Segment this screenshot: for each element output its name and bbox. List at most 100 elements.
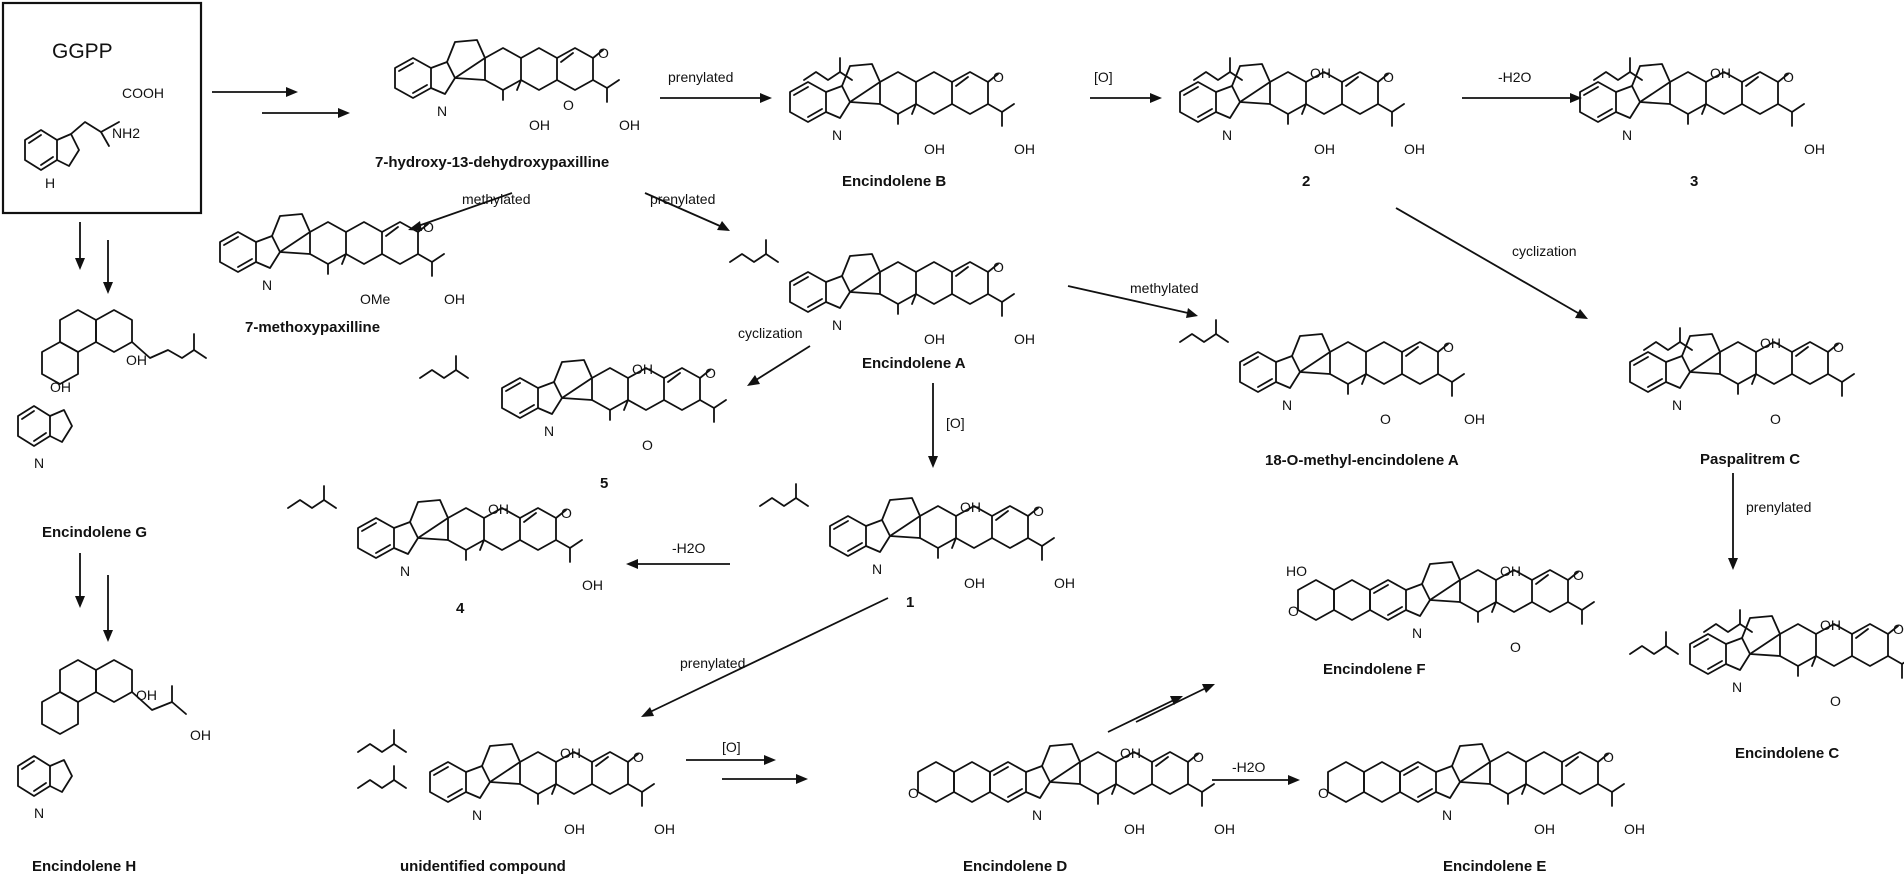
mol-7hdp: N O O OH OH	[394, 39, 640, 133]
svg-text:O: O	[705, 365, 716, 381]
svg-text:OH: OH	[1214, 821, 1235, 837]
svg-text:OH: OH	[924, 331, 945, 347]
svg-text:OH: OH	[1404, 141, 1425, 157]
label-encE: Encindolene E	[1443, 858, 1546, 875]
svg-text:OH: OH	[582, 577, 603, 593]
svg-text:N: N	[262, 277, 272, 293]
svg-text:O: O	[1770, 411, 1781, 427]
svg-text:N: N	[472, 807, 482, 823]
svg-text:O: O	[1783, 69, 1794, 85]
svg-text:OH: OH	[964, 575, 985, 591]
svg-text:O: O	[1318, 785, 1329, 801]
svg-text:OH: OH	[1804, 141, 1825, 157]
label-unk: unidentified compound	[400, 858, 566, 875]
svg-text:OH: OH	[1014, 141, 1035, 157]
svg-text:OH: OH	[1120, 745, 1141, 761]
trp-cooh: COOH	[122, 85, 164, 101]
step-methylated-2: methylated	[1130, 280, 1198, 296]
svg-text:OH: OH	[126, 352, 147, 368]
label-encH: Encindolene H	[32, 858, 136, 875]
label-paspC: Paspalitrem C	[1700, 451, 1800, 468]
svg-text:N: N	[1032, 807, 1042, 823]
svg-text:OH: OH	[1464, 411, 1485, 427]
svg-text:O: O	[642, 437, 653, 453]
svg-text:OH: OH	[50, 379, 71, 395]
step-dehydration-3: -H2O	[1232, 759, 1266, 775]
svg-text:OH: OH	[1624, 821, 1645, 837]
label-encG: Encindolene G	[42, 524, 147, 541]
svg-text:O: O	[1893, 621, 1904, 637]
label-18: 18-O-methyl-encindolene A	[1265, 452, 1459, 469]
label-7mp: 7-methoxypaxilline	[245, 319, 380, 336]
mol-encG: OH OH N	[17, 309, 207, 471]
svg-text:OH: OH	[619, 117, 640, 133]
svg-text:N: N	[872, 561, 882, 577]
svg-text:O: O	[1510, 639, 1521, 655]
step-prenylated-3: prenylated	[1746, 499, 1811, 515]
mol-encB: N O OH OH	[789, 57, 1035, 157]
svg-text:OH: OH	[1314, 141, 1335, 157]
svg-text:OH: OH	[1054, 575, 1075, 591]
mol-unk: N OH O OH OH	[357, 729, 675, 837]
svg-text:O: O	[1288, 603, 1299, 619]
svg-text:O: O	[993, 259, 1004, 275]
step-dehydration-1: -H2O	[1498, 69, 1532, 85]
svg-text:OH: OH	[654, 821, 675, 837]
svg-text:OH: OH	[960, 499, 981, 515]
svg-text:N: N	[1412, 625, 1422, 641]
mol-7mp: N O OMe OH	[219, 213, 465, 307]
mol-1: N OH O OH OH	[759, 483, 1075, 591]
step-methylated-1: methylated	[462, 191, 530, 207]
ggpp-label: GGPP	[52, 40, 113, 63]
svg-text:OH: OH	[924, 141, 945, 157]
svg-text:OH: OH	[1820, 617, 1841, 633]
svg-text:OH: OH	[1710, 65, 1731, 81]
arrows	[75, 87, 1738, 785]
svg-text:OH: OH	[444, 291, 465, 307]
step-prenylated-4: prenylated	[680, 655, 745, 671]
mol-encA: N O OH OH	[729, 239, 1035, 347]
mol-encF: N OH O O HO O	[1286, 561, 1595, 655]
mol-4: N OH O OH	[287, 485, 603, 593]
svg-text:OH: OH	[632, 361, 653, 377]
mol-paspC: N OH O O	[1629, 327, 1855, 427]
svg-text:OH: OH	[560, 745, 581, 761]
svg-text:HO: HO	[1286, 563, 1307, 579]
svg-text:O: O	[1833, 339, 1844, 355]
svg-text:N: N	[437, 103, 447, 119]
mol-encH: OH OH N	[17, 659, 211, 821]
start-box: GGPP H COOH NH2	[1, 1, 203, 215]
svg-text:OH: OH	[136, 687, 157, 703]
label-4: 4	[456, 600, 465, 617]
svg-text:O: O	[993, 69, 1004, 85]
label-7hdp: 7-hydroxy-13-dehydroxypaxilline	[375, 154, 609, 171]
label-encF: Encindolene F	[1323, 661, 1426, 678]
svg-text:OH: OH	[1534, 821, 1555, 837]
svg-text:O: O	[1033, 503, 1044, 519]
svg-text:N: N	[1222, 127, 1232, 143]
mol-2: N OH O OH OH	[1179, 57, 1425, 157]
label-encA: Encindolene A	[862, 355, 966, 372]
svg-text:N: N	[1732, 679, 1742, 695]
svg-text:OH: OH	[1124, 821, 1145, 837]
svg-text:OH: OH	[1500, 563, 1521, 579]
svg-text:OH: OH	[190, 727, 211, 743]
step-oxidation-2: [O]	[946, 415, 965, 431]
svg-text:O: O	[598, 45, 609, 61]
svg-text:N: N	[34, 805, 44, 821]
label-encC: Encindolene C	[1735, 745, 1839, 762]
label-2: 2	[1302, 173, 1310, 190]
svg-text:OH: OH	[1310, 65, 1331, 81]
svg-text:OH: OH	[488, 501, 509, 517]
label-encD: Encindolene D	[963, 858, 1067, 875]
step-prenylated-1: prenylated	[668, 69, 733, 85]
svg-text:O: O	[633, 749, 644, 765]
step-oxidation-3: [O]	[722, 739, 741, 755]
svg-text:O: O	[1443, 339, 1454, 355]
step-cyclization-1: cyclization	[1512, 243, 1577, 259]
svg-text:N: N	[1442, 807, 1452, 823]
mol-encC: N OH O O	[1629, 609, 1904, 709]
mol-5: N OH O O	[419, 355, 727, 453]
mol-encE: N O OH OH O	[1318, 743, 1645, 837]
